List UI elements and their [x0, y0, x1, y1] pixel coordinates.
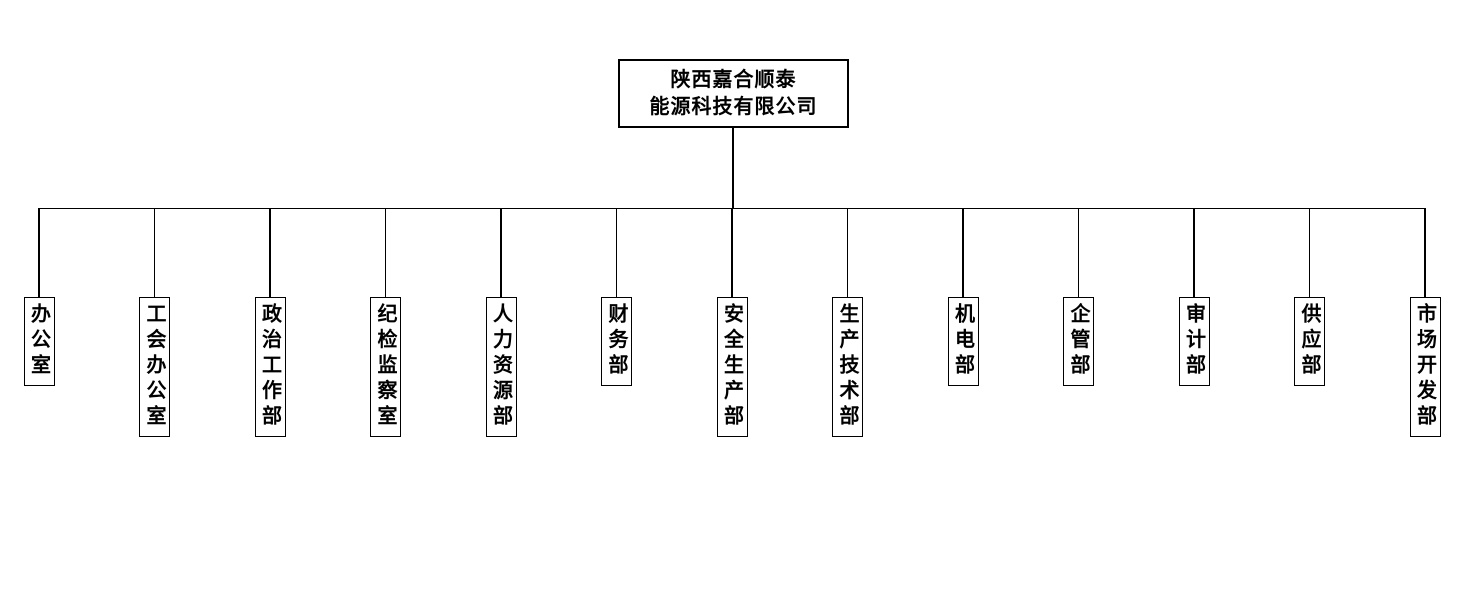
dept-node-market-development-dept: 市场开发部: [1409, 297, 1441, 437]
dept-label: 机电部: [951, 303, 974, 380]
drop-line-production-technology-dept: [846, 208, 849, 298]
drop-line-finance-dept: [615, 208, 618, 298]
dept-label: 生产技术部: [836, 303, 858, 431]
dept-node-production-technology-dept: 生产技术部: [832, 297, 863, 437]
dept-label: 政治工作部: [258, 303, 281, 431]
dept-node-mechanical-electrical-dept: 机电部: [947, 297, 979, 386]
root-node-company: 陕西嘉合顺泰 能源科技有限公司: [618, 59, 849, 128]
dept-label: 工会办公室: [143, 303, 165, 431]
drop-line-supply-dept: [1308, 208, 1311, 298]
drop-line-office: [38, 208, 40, 298]
dept-label: 办公室: [27, 303, 50, 380]
dept-node-office: 办公室: [23, 297, 55, 386]
drop-line-discipline-inspection-office: [384, 208, 387, 298]
dept-label: 人力资源部: [489, 303, 512, 431]
dept-node-finance-dept: 财务部: [601, 297, 632, 386]
drop-line-mechanical-electrical-dept: [962, 208, 964, 298]
drop-line-union-office: [153, 208, 156, 298]
drop-line-enterprise-management-dept: [1077, 208, 1080, 298]
dept-label: 纪检监察室: [374, 303, 396, 431]
dept-node-discipline-inspection-office: 纪检监察室: [370, 297, 401, 437]
dept-node-political-work-dept: 政治工作部: [254, 297, 286, 437]
dept-node-union-office: 工会办公室: [139, 297, 170, 437]
drop-line-political-work-dept: [269, 208, 271, 298]
drop-line-audit-dept: [1193, 208, 1195, 298]
company-name-line1: 陕西嘉合顺泰: [670, 68, 797, 91]
dept-label: 企管部: [1067, 303, 1089, 380]
dept-node-audit-dept: 审计部: [1178, 297, 1210, 386]
root-stem-line: [732, 127, 734, 209]
dept-node-supply-dept: 供应部: [1294, 297, 1325, 386]
dept-label: 市场开发部: [1413, 303, 1436, 431]
dept-label: 供应部: [1298, 303, 1320, 380]
drop-line-safety-production-dept: [731, 208, 733, 298]
company-name-line2: 能源科技有限公司: [649, 95, 818, 118]
dept-node-safety-production-dept: 安全生产部: [716, 297, 748, 437]
drop-line-market-development-dept: [1424, 208, 1426, 298]
drop-line-hr-dept: [500, 208, 502, 298]
dept-label: 财务部: [605, 303, 627, 380]
dept-node-hr-dept: 人力资源部: [485, 297, 517, 437]
dept-label: 审计部: [1182, 303, 1205, 380]
dept-label: 安全生产部: [720, 303, 743, 431]
dept-node-enterprise-management-dept: 企管部: [1063, 297, 1094, 386]
